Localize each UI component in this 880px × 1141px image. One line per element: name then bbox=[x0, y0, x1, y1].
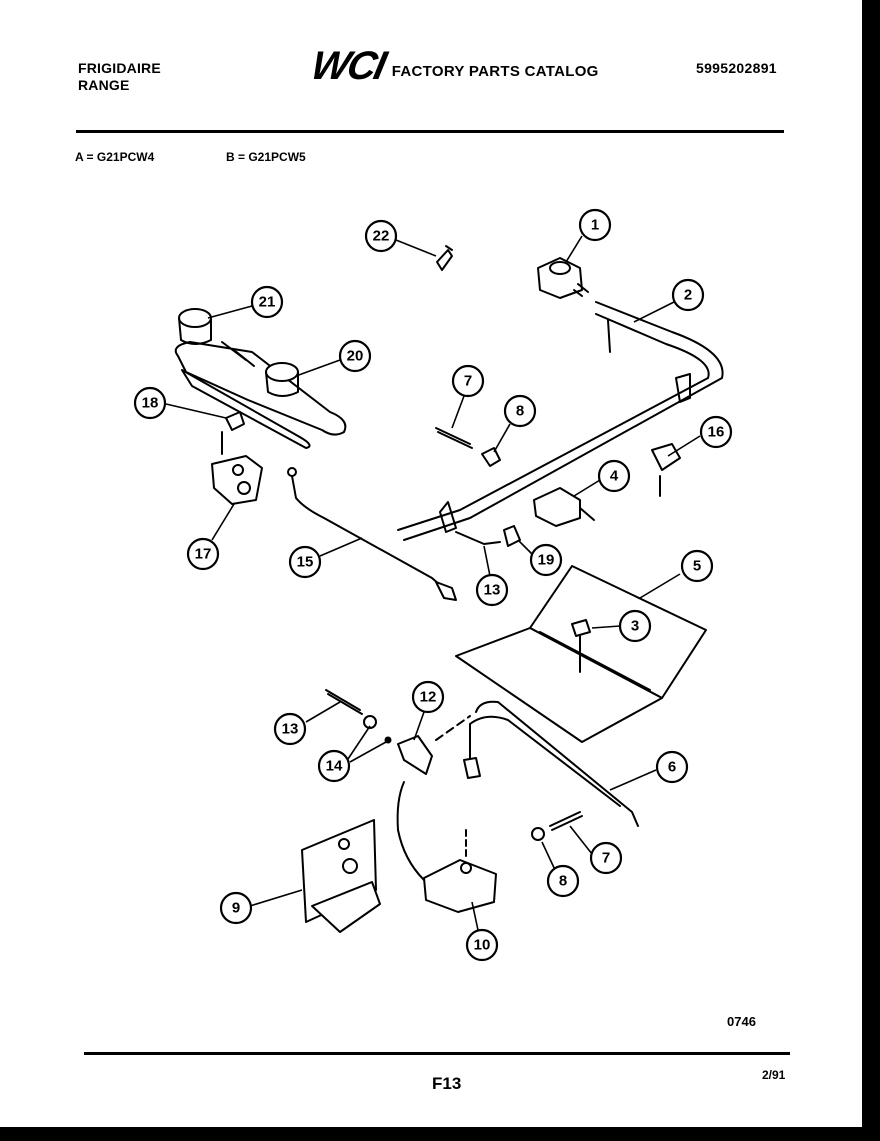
callout-7-upper-label: 7 bbox=[464, 373, 472, 390]
callout-8-upper-label: 8 bbox=[516, 403, 524, 420]
callout-15-label: 15 bbox=[297, 554, 314, 571]
part-4-valve bbox=[533, 487, 595, 527]
part-18-clip bbox=[225, 411, 245, 431]
part-20-21-burner-assembly bbox=[174, 308, 347, 449]
part-7-8-lower bbox=[531, 811, 583, 841]
drawing-code: 0746 bbox=[727, 1014, 756, 1029]
part-17-bracket bbox=[211, 431, 263, 505]
callout-14-label: 14 bbox=[326, 758, 343, 775]
callout-7-lower-label: 7 bbox=[602, 850, 610, 867]
callout-19-label: 19 bbox=[538, 552, 555, 569]
header-rule bbox=[76, 130, 784, 133]
header-brand-block: FRIGIDAIRE RANGE bbox=[78, 60, 161, 94]
callout-22: 22 bbox=[364, 219, 398, 253]
callout-7-upper: 7 bbox=[451, 364, 485, 398]
callout-2-label: 2 bbox=[684, 287, 692, 304]
part-6-oven-burner bbox=[463, 700, 639, 827]
callout-3-label: 3 bbox=[631, 618, 639, 635]
part-22-bracket bbox=[436, 245, 453, 271]
callout-5: 5 bbox=[680, 549, 714, 583]
revision-date: 2/91 bbox=[762, 1068, 786, 1082]
part-7-8-upper bbox=[435, 427, 501, 467]
part-2-manifold bbox=[397, 301, 724, 541]
callout-15: 15 bbox=[288, 545, 322, 579]
part-1-valve bbox=[537, 257, 589, 299]
callout-4-label: 4 bbox=[610, 468, 619, 485]
callout-7-lower: 7 bbox=[589, 841, 623, 875]
callout-1-label: 1 bbox=[591, 217, 599, 234]
footer-rule bbox=[84, 1052, 790, 1055]
model-b-label: B = G21PCW5 bbox=[226, 150, 306, 164]
callout-1: 1 bbox=[578, 208, 612, 242]
catalog-number: 5995202891 bbox=[696, 60, 777, 76]
callout-22-label: 22 bbox=[373, 228, 390, 245]
callout-5-label: 5 bbox=[693, 558, 701, 575]
callout-12-label: 12 bbox=[420, 689, 437, 706]
callout-21-label: 21 bbox=[259, 294, 276, 311]
callout-9: 9 bbox=[219, 891, 253, 925]
part-9-mounting-plate bbox=[301, 819, 381, 933]
part-15-thermocouple bbox=[287, 467, 457, 601]
callout-21: 21 bbox=[250, 285, 284, 319]
callout-18-label: 18 bbox=[142, 395, 159, 412]
callout-9-label: 9 bbox=[232, 900, 240, 917]
callout-13-upper-label: 13 bbox=[484, 582, 501, 599]
leader-lines bbox=[165, 235, 701, 931]
callout-6-label: 6 bbox=[668, 759, 676, 776]
part-16-fitting bbox=[651, 443, 681, 497]
callout-3: 3 bbox=[618, 609, 652, 643]
callout-18: 18 bbox=[133, 386, 167, 420]
page-border-right bbox=[862, 0, 880, 1141]
callout-17-label: 17 bbox=[195, 546, 212, 563]
callout-19: 19 bbox=[529, 543, 563, 577]
callout-16: 16 bbox=[699, 415, 733, 449]
brand-name: FRIGIDAIRE bbox=[78, 60, 161, 76]
callout-2: 2 bbox=[671, 278, 705, 312]
callout-20-label: 20 bbox=[347, 348, 364, 365]
callout-8-lower-label: 8 bbox=[559, 873, 567, 890]
callout-8-upper: 8 bbox=[503, 394, 537, 428]
callout-16-label: 16 bbox=[708, 424, 725, 441]
callout-17: 17 bbox=[186, 537, 220, 571]
callout-13-lower: 13 bbox=[273, 712, 307, 746]
part-13-19-orifice bbox=[455, 525, 521, 547]
callout-13-upper: 13 bbox=[475, 573, 509, 607]
header-title-block: WCI FACTORY PARTS CATALOG bbox=[307, 44, 599, 88]
product-name: RANGE bbox=[78, 77, 130, 93]
page-border-bottom bbox=[0, 1127, 880, 1141]
callout-8-lower: 8 bbox=[546, 864, 580, 898]
model-a-label: A = G21PCW4 bbox=[75, 150, 155, 164]
callout-14: 14 bbox=[317, 749, 351, 783]
callout-6: 6 bbox=[655, 750, 689, 784]
part-13-14-lower bbox=[325, 689, 392, 744]
callout-10: 10 bbox=[465, 928, 499, 962]
catalog-title: FACTORY PARTS CATALOG bbox=[391, 62, 599, 80]
callout-13-lower-label: 13 bbox=[282, 721, 299, 738]
callout-10-label: 10 bbox=[474, 937, 491, 954]
callout-20: 20 bbox=[338, 339, 372, 373]
part-5-panel bbox=[455, 565, 707, 743]
callout-4: 4 bbox=[597, 459, 631, 493]
callout-12: 12 bbox=[411, 680, 445, 714]
page-number: F13 bbox=[432, 1074, 462, 1093]
part-10-thermostat bbox=[423, 829, 497, 913]
part-12-igniter bbox=[396, 715, 471, 881]
